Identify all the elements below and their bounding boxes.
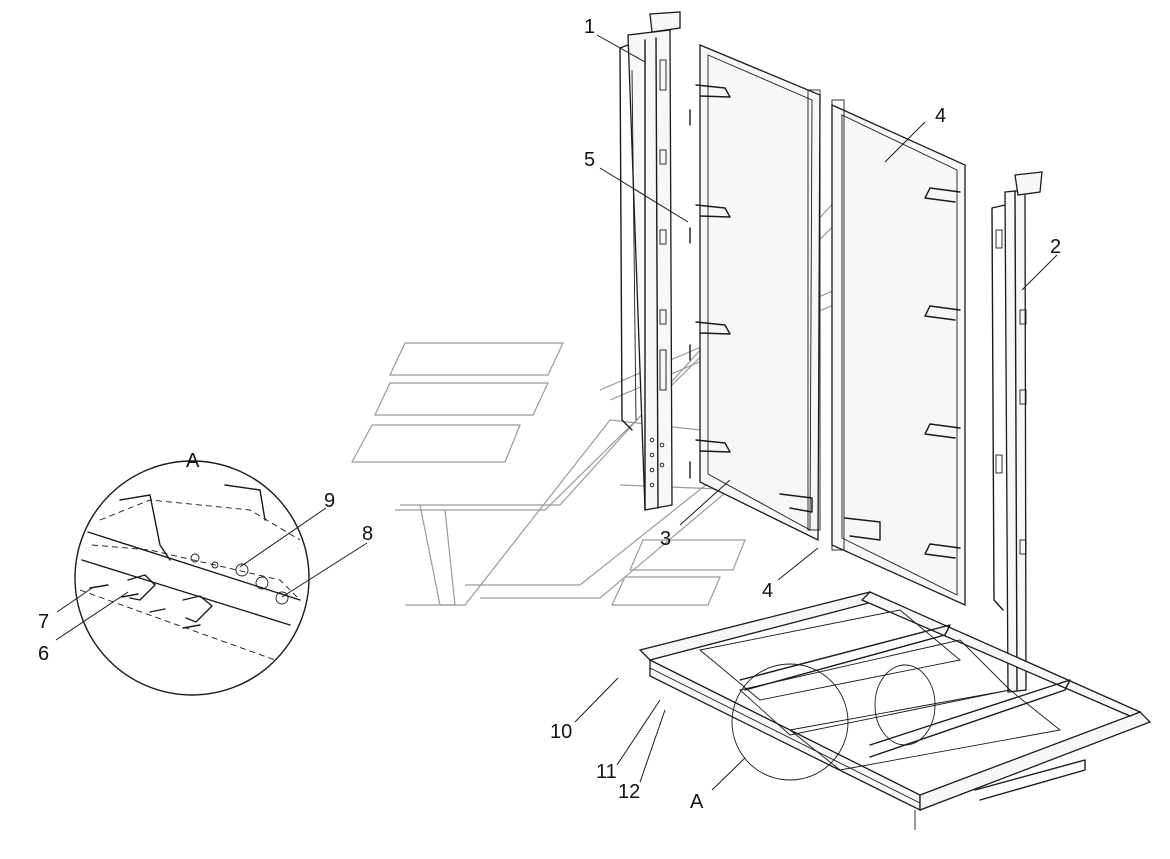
callout-10: 10 bbox=[550, 721, 572, 743]
callout-4-door: 4 bbox=[935, 105, 946, 127]
left-post bbox=[619, 11, 681, 511]
callout-5: 5 bbox=[584, 149, 595, 171]
callout-4-bottom: 4 bbox=[762, 580, 773, 602]
leader-lines bbox=[55, 34, 1058, 783]
callout-8: 8 bbox=[362, 523, 373, 545]
right-door bbox=[831, 99, 966, 607]
detail-marker-circle bbox=[711, 663, 849, 791]
callout-1: 1 bbox=[584, 16, 595, 38]
callout-12: 12 bbox=[618, 781, 640, 803]
detail-view-a bbox=[74, 460, 310, 696]
right-door-hinges bbox=[924, 187, 961, 559]
left-door bbox=[695, 44, 821, 542]
callout-11: 11 bbox=[596, 761, 617, 783]
left-door-hinges bbox=[695, 84, 731, 453]
chassis-frame bbox=[638, 591, 1152, 830]
callout-3: 3 bbox=[660, 528, 671, 550]
callout-2: 2 bbox=[1050, 236, 1061, 258]
detail-label-a-bottom: A bbox=[690, 791, 704, 813]
right-post bbox=[991, 171, 1043, 693]
callout-7: 7 bbox=[38, 611, 49, 633]
callout-6: 6 bbox=[38, 643, 49, 665]
detail-label-a-top: A bbox=[186, 450, 200, 472]
callout-9: 9 bbox=[324, 490, 335, 512]
